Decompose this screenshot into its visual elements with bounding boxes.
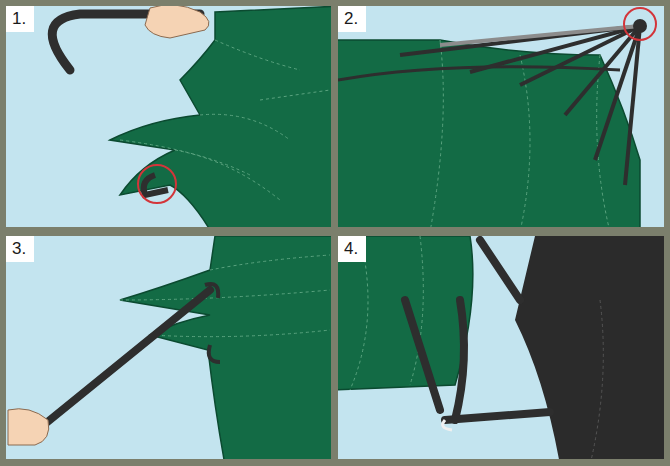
panel-1-art bbox=[52, 6, 331, 227]
panel-4-art bbox=[338, 236, 664, 459]
panel-number: 1. bbox=[6, 6, 34, 32]
panel-number: 2. bbox=[338, 6, 366, 32]
panel-2-art bbox=[338, 8, 656, 227]
panel-number: 3. bbox=[6, 236, 34, 262]
panel-number: 4. bbox=[338, 236, 366, 262]
panel-3-art bbox=[8, 236, 331, 459]
